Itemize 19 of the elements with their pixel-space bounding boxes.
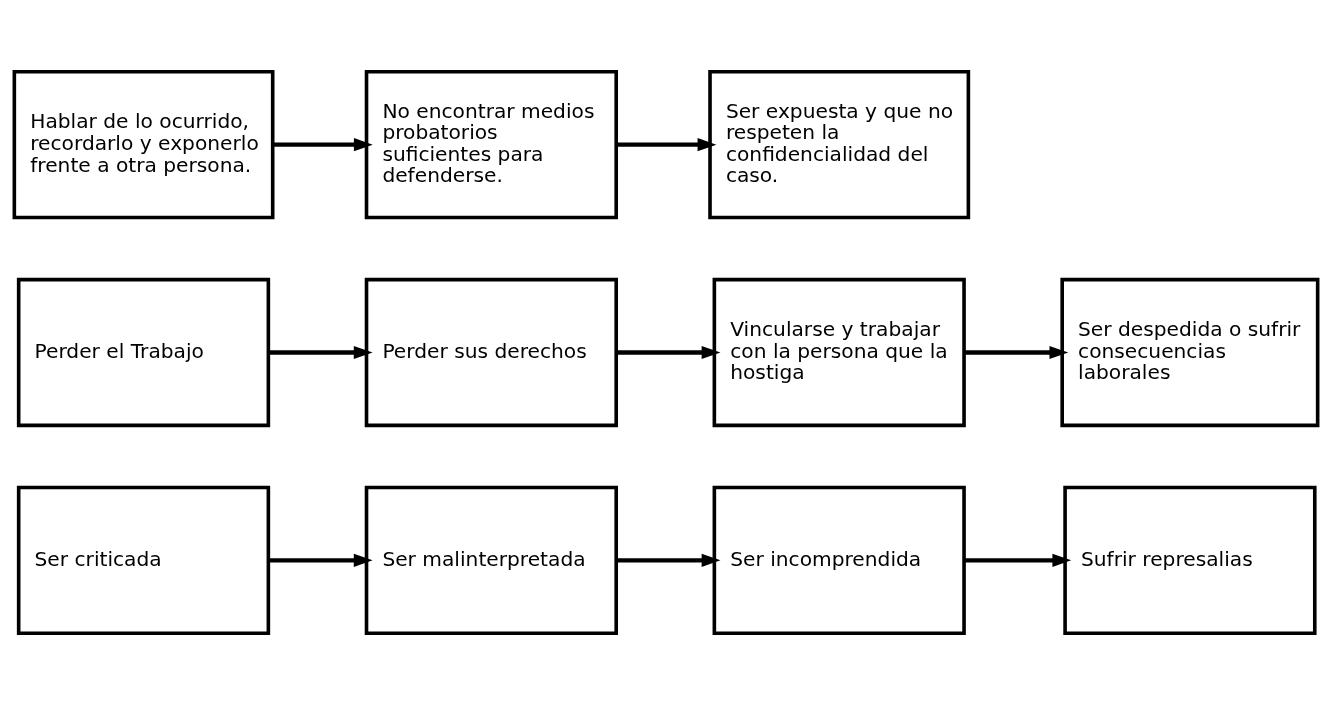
node-box: Perder el Trabajo (16, 277, 271, 428)
arrow (616, 553, 721, 567)
node-box: Vincularse y trabajar con la persona que la hostiga (712, 277, 966, 428)
node-box: Ser expuesta y que no respeten la confidencialidad del caso. (708, 69, 971, 220)
arrow (964, 553, 1072, 567)
arrow (616, 138, 717, 152)
node-box: Perder sus derechos (364, 277, 618, 428)
arrow (268, 553, 373, 567)
arrow (272, 138, 373, 152)
node-box: Ser malinterpretada (364, 485, 618, 636)
arrow (964, 345, 1069, 360)
node-box: Sufrir represalias (1063, 485, 1317, 636)
node-box: Ser despedida o sufrir consecuencias laborales (1060, 277, 1320, 428)
node-box: No encontrar medios probatorios suficientes para defenderse. (364, 69, 618, 220)
node-box: Ser criticada (16, 485, 271, 636)
arrow (616, 345, 721, 360)
arrow (268, 345, 373, 360)
node-box: Hablar de lo ocurrido, recordarlo y exponerlo frente a otra persona. (12, 69, 275, 220)
node-box: Ser incomprendida (712, 485, 966, 636)
